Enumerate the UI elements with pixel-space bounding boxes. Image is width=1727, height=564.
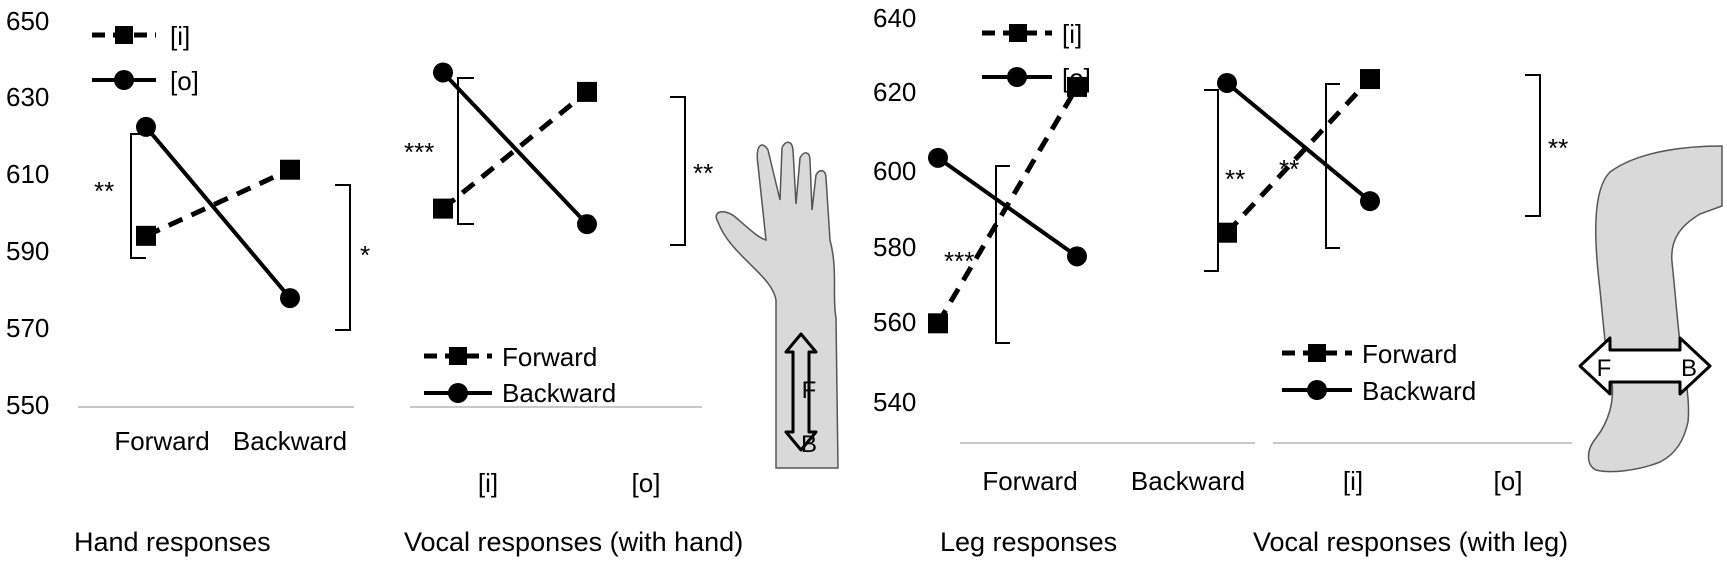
legend-label: Backward (1362, 376, 1476, 406)
x-tick-label: [o] (632, 468, 661, 498)
legend-entry: Backward (1282, 376, 1476, 406)
data-point-circle (577, 214, 597, 235)
legend-circle-marker (1007, 67, 1027, 87)
significance-bracket: ** (1279, 83, 1340, 249)
data-point-circle (433, 62, 453, 83)
y-tick-label: 580 (873, 232, 916, 262)
significance-bracket: *** (404, 77, 474, 225)
legend: [i] [o] (92, 21, 199, 96)
arrow-label: B (1681, 355, 1697, 382)
x-tick-label: Backward (1131, 466, 1245, 496)
legend-label: Forward (502, 342, 597, 372)
x-tick-label: Backward (233, 426, 347, 456)
series-line (1225, 81, 1372, 203)
significance-bracket: * (335, 184, 370, 331)
arrow-label: F (1597, 355, 1612, 382)
legend-entry: Backward (424, 378, 616, 408)
significance-bracket: ** (670, 96, 713, 246)
series-line (441, 89, 589, 211)
data-point-square (1360, 69, 1380, 90)
y-tick-label: 630 (6, 82, 49, 112)
legend-label: Forward (1362, 339, 1457, 369)
significance-bracket: ** (1204, 89, 1245, 272)
legend-circle-marker (448, 383, 468, 403)
data-point-square (433, 198, 453, 219)
legend-entry: [o] (92, 66, 199, 96)
data-point-square (280, 159, 300, 180)
significance-stars: * (360, 240, 370, 270)
significance-stars: ** (1548, 133, 1568, 163)
y-tick-label: 620 (873, 77, 916, 107)
panel-label: Leg responses (940, 527, 1117, 557)
y-tick-label: 550 (6, 390, 49, 420)
x-tick-label: Forward (982, 466, 1077, 496)
hand-arrow-icon: F B (715, 141, 839, 469)
panel-vocal-responses-hand: [i] [o] Vocal responses (with hand) Forw… (404, 62, 839, 557)
y-axis-left: 650 630 610 590 570 550 (6, 6, 49, 420)
legend: Forward Backward (1282, 339, 1476, 406)
panel-label: Vocal responses (with hand) (404, 527, 743, 557)
significance-stars: *** (404, 137, 434, 167)
data-point-circle (1067, 246, 1087, 267)
series-line (936, 156, 1079, 258)
x-tick-label: [o] (1494, 466, 1523, 496)
series-line (1225, 77, 1372, 235)
y-tick-label: 610 (6, 159, 49, 189)
data-point-square (1217, 222, 1237, 243)
legend-label: [o] (170, 66, 199, 96)
legend-circle-marker (1307, 380, 1327, 400)
legend-label: [i] (1062, 19, 1082, 49)
panel-vocal-responses-leg: [i] [o] Vocal responses (with leg) Forwa… (1217, 69, 1723, 557)
legend-label: Backward (502, 378, 616, 408)
series-line (144, 125, 292, 300)
legend-square-marker (449, 347, 467, 365)
data-point-square (136, 225, 156, 246)
data-point-square (928, 313, 948, 334)
legend-square-marker (1308, 344, 1326, 362)
series-line (441, 71, 589, 226)
data-point-circle (928, 147, 948, 168)
significance-stars: ** (693, 158, 713, 188)
legend-square-marker (1009, 24, 1027, 42)
legend-entry: Forward (1282, 339, 1457, 369)
y-tick-label: 600 (873, 156, 916, 186)
legend-entry: [i] (92, 21, 190, 51)
series-line (144, 167, 292, 239)
y-tick-label: 560 (873, 307, 916, 337)
legend-circle-marker (114, 70, 134, 90)
data-point-circle (1217, 72, 1237, 93)
arrow-label: B (801, 431, 817, 458)
legend-label: [i] (170, 21, 190, 51)
panel-label: Vocal responses (with leg) (1253, 527, 1568, 557)
y-tick-label: 650 (6, 6, 49, 36)
y-tick-label: 540 (873, 387, 916, 417)
y-tick-label: 640 (873, 3, 916, 33)
x-tick-label: [i] (478, 468, 498, 498)
x-tick-label: Forward (114, 426, 209, 456)
panel-leg-responses: Forward Backward Leg responses [i] [o] *… (928, 19, 1255, 557)
panel-label: Hand responses (74, 527, 271, 557)
significance-bracket: ** (94, 133, 146, 259)
legend-entry: [i] (982, 19, 1082, 49)
data-point-square (1067, 76, 1087, 97)
y-tick-label: 590 (6, 236, 49, 266)
legend-entry: Forward (424, 342, 597, 372)
legend-square-marker (115, 26, 133, 44)
significance-bracket: ** (1525, 74, 1568, 217)
y-tick-label: 570 (6, 313, 49, 343)
data-point-circle (136, 116, 156, 137)
panel-hand-responses: Forward Backward Hand responses [i] [o] … (74, 21, 370, 557)
data-point-circle (1360, 191, 1380, 212)
x-tick-label: [i] (1343, 466, 1363, 496)
data-point-square (577, 81, 597, 102)
legend: Forward Backward (424, 342, 616, 408)
data-point-circle (280, 288, 300, 309)
y-axis-right: 640 620 600 580 560 540 (873, 3, 916, 417)
arrow-label: F (802, 377, 817, 404)
significance-stars: ** (94, 176, 114, 206)
leg-arrow-icon: F B (1578, 145, 1723, 473)
significance-stars: ** (1225, 164, 1245, 194)
